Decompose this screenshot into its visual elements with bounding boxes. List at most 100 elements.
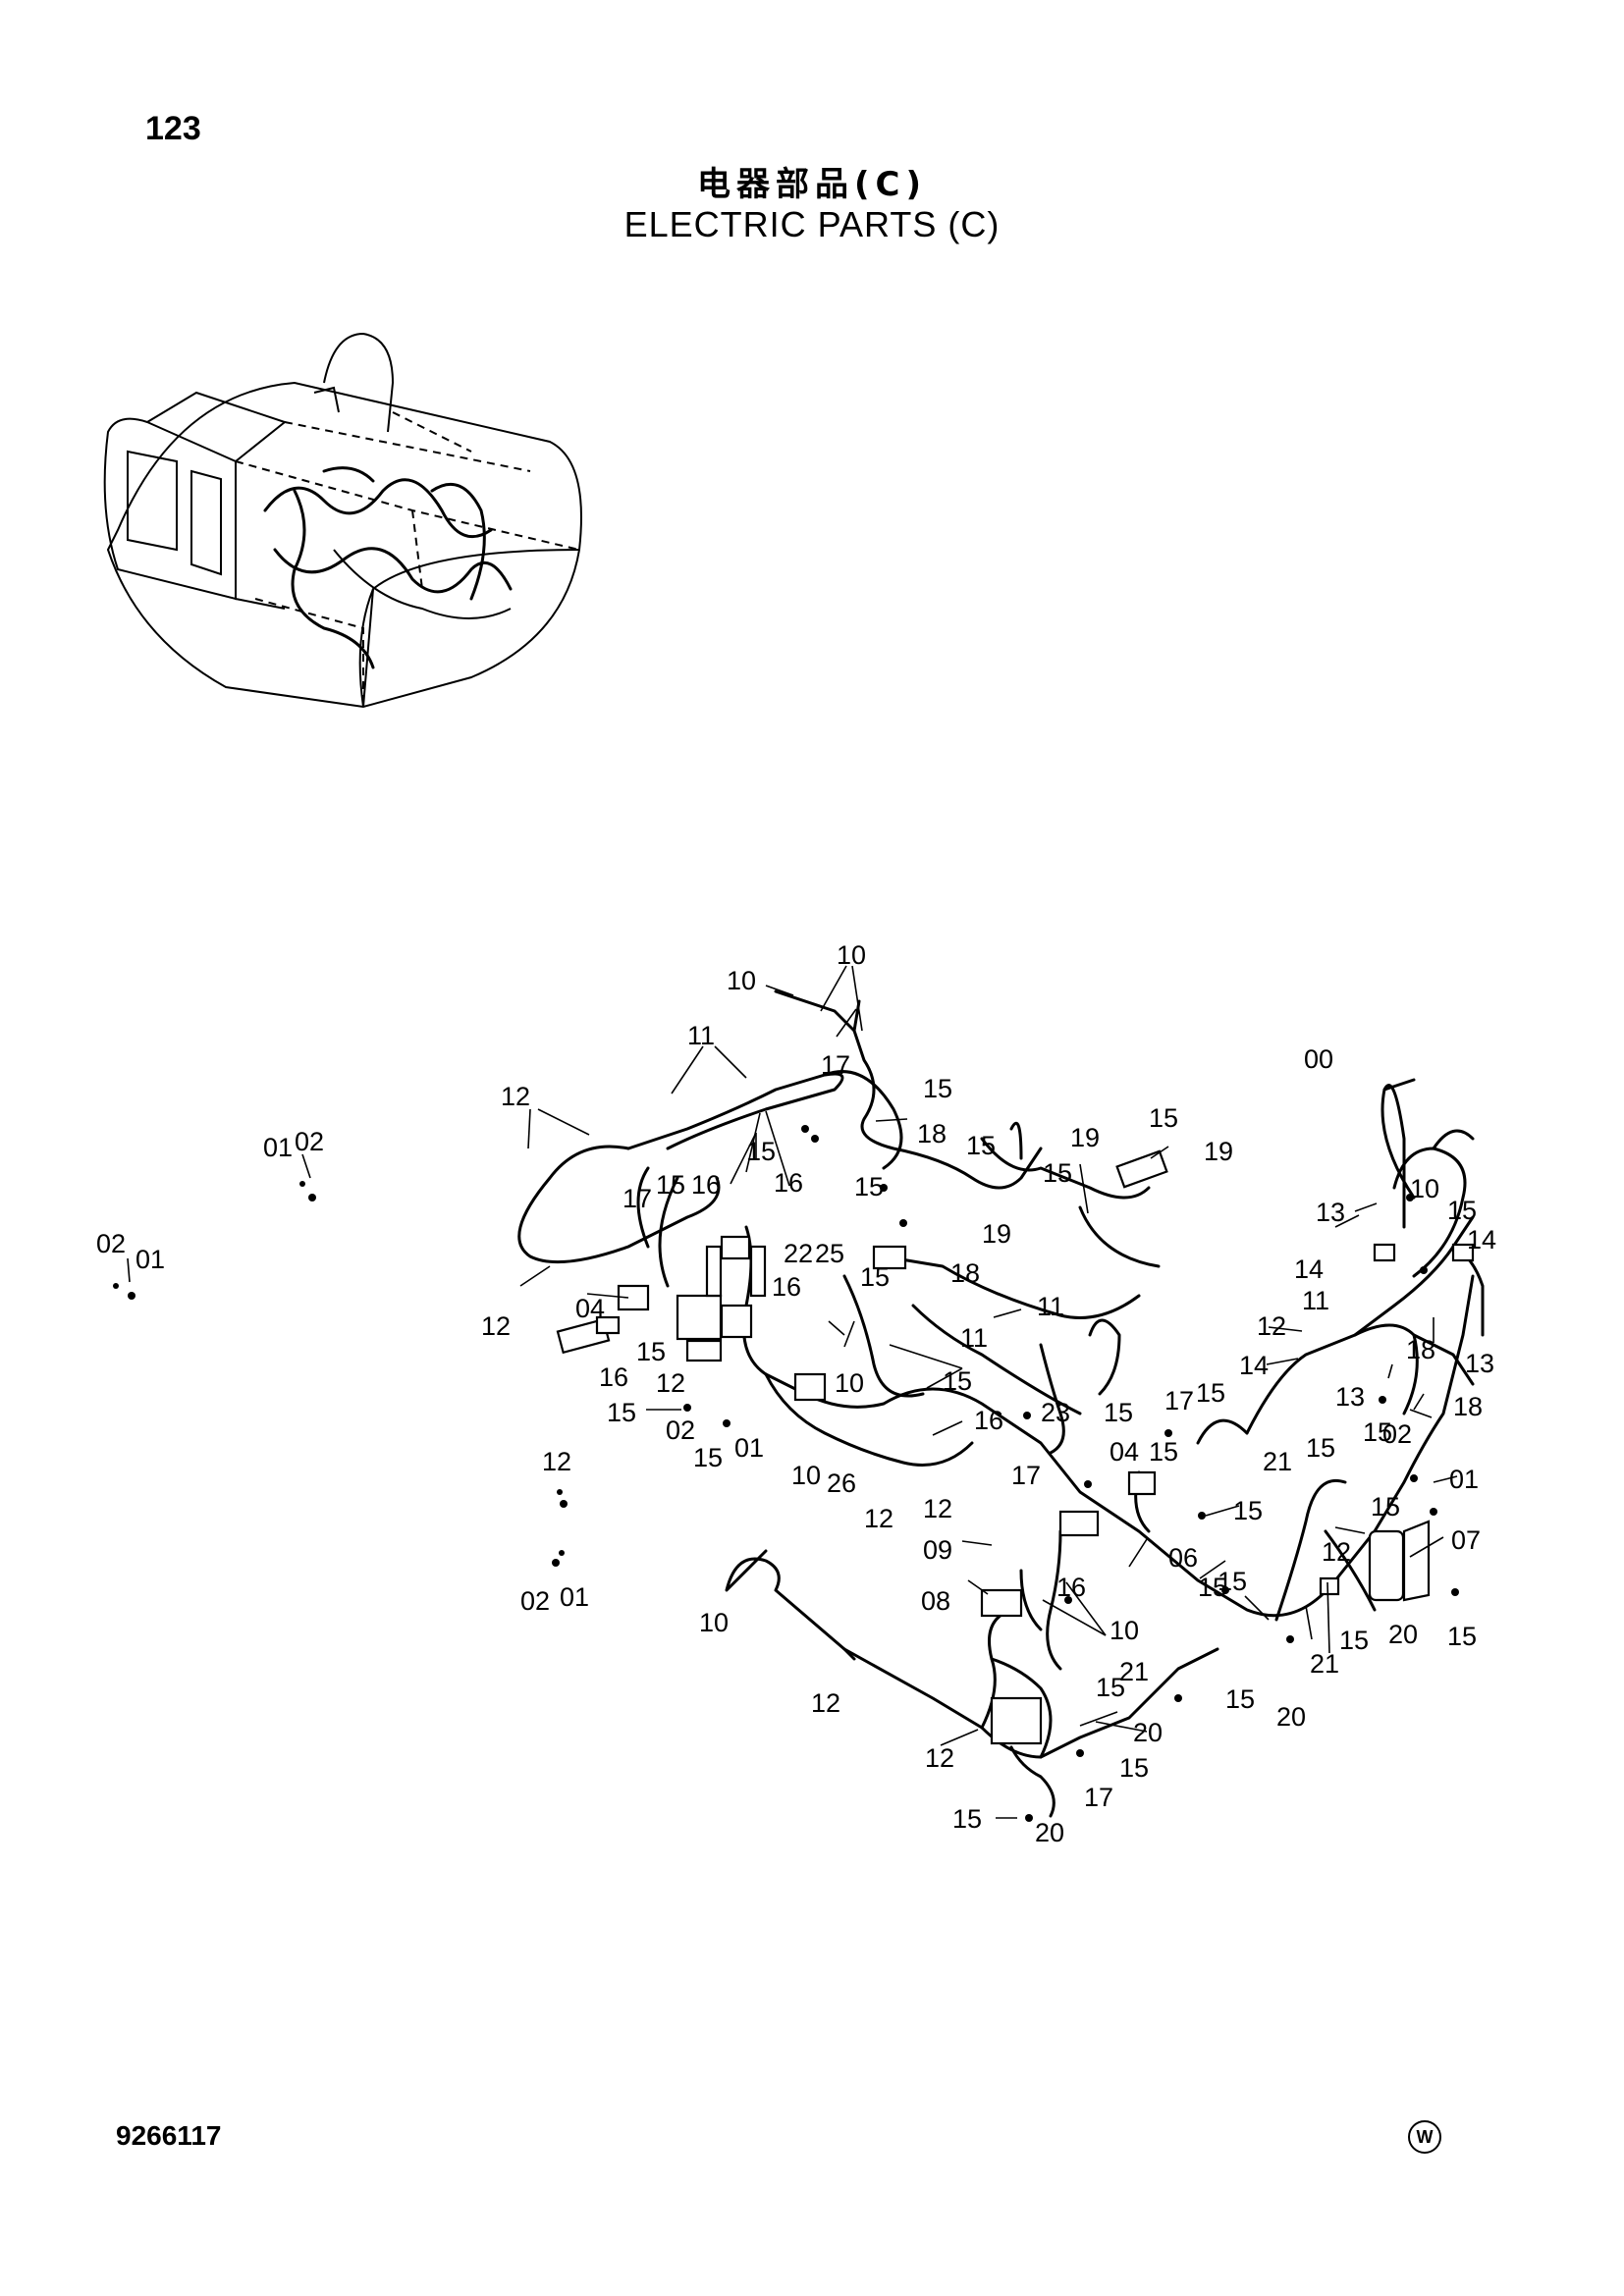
- callout-13: 13: [1316, 1198, 1345, 1227]
- callout-12: 12: [481, 1311, 511, 1341]
- fastener-dots: [113, 1125, 1459, 1822]
- callout-15: 15: [1104, 1398, 1133, 1427]
- callout-16: 17: [1011, 1461, 1041, 1490]
- wiring-harness-figure: [517, 989, 1485, 1818]
- callout-21: 21: [1119, 1657, 1149, 1686]
- callout-16: 17: [821, 1050, 850, 1080]
- callout-12: 12: [501, 1082, 530, 1111]
- callout-07: 07: [1451, 1525, 1481, 1555]
- callout-12: 12: [923, 1494, 952, 1523]
- callout-14: 14: [1294, 1255, 1324, 1284]
- connector-parts: [556, 1149, 1475, 1745]
- callout-11: 11: [687, 1021, 715, 1050]
- page-title: ELECTRIC PARTS (C): [623, 204, 1001, 244]
- callout-08: 08: [921, 1586, 950, 1616]
- callout-12: 12: [811, 1688, 840, 1718]
- callout-12: 12: [1322, 1537, 1351, 1567]
- callout-10: 10: [699, 1608, 729, 1637]
- callout-20: 20: [1133, 1718, 1163, 1747]
- callout-12: 12: [1257, 1311, 1286, 1341]
- callout-15: 15: [1149, 1437, 1178, 1467]
- callout-20: 20: [1276, 1702, 1306, 1732]
- callout-12: 12: [864, 1504, 893, 1533]
- callout-02: 02: [1382, 1419, 1412, 1449]
- callout-17: 16: [599, 1362, 628, 1392]
- callout-02: 02: [666, 1415, 695, 1445]
- callout-23: 23: [1041, 1398, 1070, 1427]
- callout-11: 11: [960, 1323, 988, 1353]
- callout-15: 15: [1363, 1417, 1392, 1447]
- callout-15: 15: [746, 1137, 776, 1166]
- callout-02: 02: [295, 1127, 324, 1156]
- w-mark-icon: W: [1408, 2120, 1441, 2154]
- callout-15: 15: [1447, 1196, 1477, 1225]
- callout-17: 16: [691, 1170, 721, 1200]
- callout-19: 19: [1204, 1137, 1233, 1166]
- callout-12: 12: [656, 1368, 685, 1398]
- callout-17: 16: [774, 1168, 803, 1198]
- callout-25: 25: [815, 1239, 844, 1268]
- callout-15: 15: [1149, 1103, 1178, 1133]
- callout-10: 10: [835, 1368, 864, 1398]
- machine-overview-figure: [103, 332, 582, 709]
- callout-15: 15: [1096, 1673, 1125, 1702]
- callout-16: 17: [623, 1184, 652, 1213]
- callout-labels: 10 10 11 12 17 15 18 15 19 15 19 15 19 1…: [96, 940, 1496, 1847]
- callout-15: 15: [1371, 1492, 1400, 1522]
- callout-18: 18: [1406, 1335, 1435, 1364]
- callout-09: 09: [923, 1535, 952, 1565]
- callout-01: 01: [734, 1433, 764, 1463]
- callout-19: 19: [1070, 1123, 1100, 1152]
- callout-15: 15: [656, 1170, 685, 1200]
- callout-15: 15: [1043, 1158, 1072, 1188]
- callout-02: 02: [520, 1586, 550, 1616]
- document-code: 9266117: [116, 2120, 222, 2151]
- callout-20: 20: [1388, 1620, 1418, 1649]
- callout-17: 16: [974, 1406, 1003, 1435]
- callout-15: 15: [854, 1172, 884, 1201]
- callout-15: 15: [636, 1337, 666, 1366]
- callout-04: 04: [1110, 1437, 1139, 1467]
- callout-15: 15: [1196, 1378, 1225, 1408]
- callout-15: 15: [923, 1074, 952, 1103]
- page-title-chinese: 电器部品(C): [696, 165, 928, 204]
- callout-15: 15: [860, 1262, 890, 1292]
- callout-20: 20: [1035, 1818, 1064, 1847]
- callout-11: 11: [1037, 1292, 1064, 1321]
- callout-01: 01: [263, 1133, 293, 1162]
- callout-15: 15: [1218, 1567, 1247, 1596]
- callout-16: 17: [1084, 1783, 1113, 1812]
- callout-12: 12: [542, 1447, 571, 1476]
- callout-06: 06: [1168, 1543, 1198, 1573]
- callout-21: 21: [1310, 1649, 1339, 1679]
- callout-10: 10: [727, 966, 756, 995]
- callout-15: 15: [1119, 1753, 1149, 1783]
- callout-15: 15: [1447, 1622, 1477, 1651]
- callout-10: 10: [1410, 1174, 1439, 1203]
- callout-10: 10: [1110, 1616, 1139, 1645]
- callout-10: 10: [791, 1461, 821, 1490]
- callout-02: 02: [96, 1229, 126, 1258]
- callout-04: 04: [575, 1294, 605, 1323]
- callout-14: 14: [1239, 1351, 1269, 1380]
- page-number: 123: [145, 110, 201, 147]
- callout-16: 17: [1164, 1386, 1194, 1415]
- callout-15: 15: [1339, 1626, 1369, 1655]
- callout-18: 18: [950, 1258, 980, 1288]
- callout-15: 15: [1233, 1496, 1263, 1525]
- callout-15: 15: [693, 1443, 723, 1472]
- callout-11: 11: [1302, 1286, 1329, 1315]
- callout-01: 01: [1449, 1465, 1479, 1494]
- callout-14: 14: [1467, 1225, 1496, 1255]
- callout-12: 12: [925, 1743, 954, 1773]
- callout-10: 10: [837, 940, 866, 970]
- callout-21: 21: [1263, 1447, 1292, 1476]
- callout-15: 15: [952, 1804, 982, 1834]
- callout-26: 26: [827, 1468, 856, 1498]
- callout-15: 15: [966, 1131, 996, 1160]
- callout-15: 15: [943, 1366, 972, 1396]
- callout-13: 13: [1335, 1382, 1365, 1412]
- callout-22: 22: [784, 1239, 813, 1268]
- callout-15: 15: [607, 1398, 636, 1427]
